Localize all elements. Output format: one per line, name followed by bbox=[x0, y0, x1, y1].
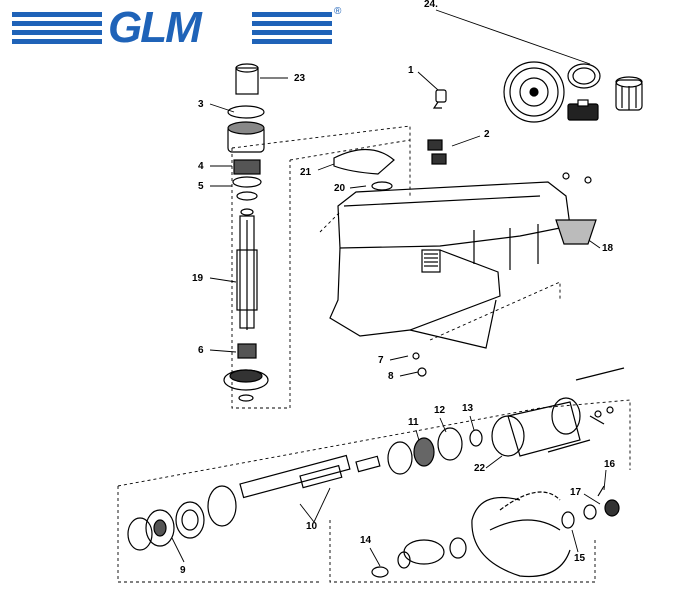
part-7-8 bbox=[412, 352, 427, 377]
glm-logo: GLM ® bbox=[12, 6, 352, 50]
callout-15: 15 bbox=[574, 553, 586, 564]
callout-10: 10 bbox=[306, 521, 318, 532]
callout-8: 8 bbox=[388, 371, 394, 382]
callout-5: 5 bbox=[198, 181, 204, 192]
callout-4: 4 bbox=[198, 161, 204, 172]
part-18-anode bbox=[555, 219, 597, 245]
callout-20: 20 bbox=[334, 183, 346, 194]
logo-wordmark: GLM bbox=[108, 3, 202, 52]
callout-9: 9 bbox=[180, 565, 186, 576]
callout-7: 7 bbox=[378, 355, 384, 366]
callout-21: 21 bbox=[300, 167, 312, 178]
part-20-21 bbox=[333, 148, 395, 191]
logo-stripes bbox=[12, 12, 332, 44]
registered-mark: ® bbox=[334, 6, 342, 17]
callout-23: 23 bbox=[294, 73, 306, 84]
callout-19: 19 bbox=[192, 273, 204, 284]
callout-17: 17 bbox=[570, 487, 582, 498]
callout-22: 22 bbox=[474, 463, 486, 474]
callout-16: 16 bbox=[604, 459, 616, 470]
callout-1: 1 bbox=[408, 65, 414, 76]
callout-2: 2 bbox=[484, 129, 490, 140]
propshaft-assembly bbox=[127, 367, 625, 551]
callout-13: 13 bbox=[462, 403, 474, 414]
gear-housing bbox=[329, 172, 592, 349]
part-1-2-small bbox=[427, 89, 447, 165]
propeller bbox=[371, 485, 620, 578]
callout-3: 3 bbox=[198, 99, 204, 110]
callout-11: 11 bbox=[408, 417, 419, 428]
callout-18: 18 bbox=[602, 243, 614, 254]
driveshaft-assembly bbox=[223, 63, 269, 402]
group-outlines bbox=[117, 125, 631, 583]
callout-6: 6 bbox=[198, 345, 204, 356]
callout-12: 12 bbox=[434, 405, 446, 416]
callout-14: 14 bbox=[360, 535, 372, 546]
part-24-kit bbox=[503, 61, 643, 123]
leader-lines bbox=[171, 9, 607, 567]
callout-24: 24. bbox=[424, 0, 438, 10]
